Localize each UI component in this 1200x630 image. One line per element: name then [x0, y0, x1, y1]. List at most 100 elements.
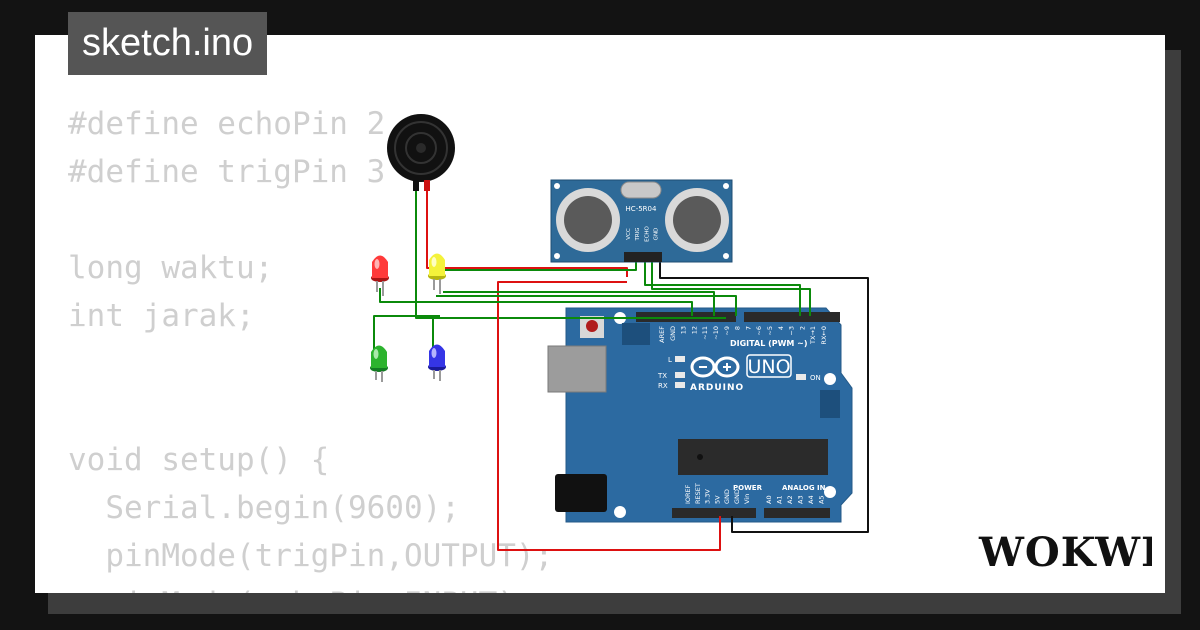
pin-label: GND — [733, 489, 741, 504]
pin-label: ~9 — [723, 326, 731, 336]
pin-label: ~3 — [788, 326, 796, 336]
pin-label: 8 — [734, 326, 742, 330]
pin-label: ~6 — [755, 326, 763, 336]
pin-label: ~11 — [701, 326, 709, 340]
led-l — [675, 356, 685, 362]
on-label: ON — [810, 374, 821, 382]
wire-sensor-gnd[interactable] — [659, 262, 869, 533]
analog-header — [764, 508, 830, 518]
sensor-label: HC-5R04 — [626, 205, 657, 213]
code-line: #define trigPin 3 — [68, 154, 386, 190]
pin-label: ~5 — [766, 326, 774, 336]
pin-label: GND — [654, 228, 660, 241]
pin-label: VCC — [626, 228, 632, 240]
wire-led-green-signal[interactable] — [443, 291, 715, 316]
wire-buzzer-signal[interactable] — [415, 191, 726, 319]
wire-led-yellow[interactable] — [440, 262, 637, 271]
pin-label: A3 — [797, 495, 805, 504]
mounting-hole — [554, 183, 560, 189]
mounting-hole — [554, 253, 560, 259]
led-label-rx: RX — [658, 382, 668, 390]
wire-sensor-echo[interactable] — [651, 262, 811, 316]
pin-label: A2 — [786, 495, 794, 504]
transducer-right-mesh — [673, 196, 721, 244]
wire-buzzer-power[interactable] — [426, 191, 628, 277]
power-header-label: POWER — [733, 484, 763, 492]
wire-sensor-trig[interactable] — [644, 262, 801, 316]
pin-label: TX→1 — [809, 326, 817, 345]
arduino-brand-text: ARDUINO — [690, 383, 744, 393]
led-label-tx: TX — [657, 372, 667, 380]
buzzer[interactable] — [387, 114, 455, 191]
wokwi-logo[interactable]: WOKWI — [977, 528, 1152, 574]
pin-label: GND — [669, 326, 677, 341]
pin-label: 5V — [713, 495, 721, 504]
pin-label: 4 — [777, 326, 785, 330]
led-on — [796, 374, 806, 380]
led-red[interactable] — [371, 255, 389, 297]
mounting-hole — [614, 506, 626, 518]
pin-label: 12 — [690, 326, 698, 334]
icsp2-header — [820, 390, 840, 418]
usb-port — [547, 345, 607, 393]
icsp-header — [622, 323, 650, 345]
wire-led-blue[interactable] — [436, 295, 737, 316]
pin-label: A5 — [818, 495, 826, 504]
arduino-uno-board[interactable]: L TX RX ON UNO ARDUINO DIGITAL (PWM ~) P… — [547, 307, 853, 523]
pin-label: 13 — [680, 326, 688, 334]
pin-label: GND — [723, 489, 731, 504]
mounting-hole — [824, 486, 836, 498]
code-line: Serial.begin(9600); — [68, 490, 460, 526]
code-line: void setup() { — [68, 442, 330, 478]
pin-label: IOREF — [684, 484, 692, 504]
pin-label: A4 — [807, 495, 815, 504]
wires — [373, 191, 869, 551]
pin-label: RESET — [694, 483, 702, 504]
code-line: int jarak; — [68, 298, 255, 334]
wokwi-logo-text: WOKWI — [978, 529, 1152, 574]
crystal — [620, 181, 662, 199]
sketch-filename-tag: sketch.ino — [68, 12, 268, 75]
analog-header-label: ANALOG IN — [782, 484, 826, 492]
pin-label: RX←0 — [820, 326, 828, 345]
reset-button[interactable] — [586, 320, 598, 332]
pin-label: AREF — [658, 326, 666, 343]
pin-label: 7 — [744, 326, 752, 330]
led-yellow[interactable] — [428, 253, 446, 295]
wire-sensor-vcc[interactable] — [497, 281, 721, 551]
pin-label: 2 — [798, 326, 806, 330]
pin-label: TRIG — [635, 227, 641, 241]
code-line: long waktu; — [68, 250, 274, 286]
led-rx — [675, 382, 685, 388]
pin-label: 3.3V — [704, 489, 712, 504]
mounting-hole — [723, 253, 729, 259]
wire-led-red[interactable] — [379, 288, 693, 316]
uno-logo-text: UNO — [747, 356, 790, 378]
code-line: pinMode(echoPin,INPUT); — [68, 580, 553, 593]
chip-notch — [697, 454, 703, 460]
pin-label: A1 — [776, 495, 784, 504]
mounting-hole — [723, 183, 729, 189]
pin-label: Vin — [743, 494, 751, 504]
mounting-hole — [824, 373, 836, 385]
led-blue[interactable] — [428, 344, 446, 382]
arduino-logo — [690, 356, 740, 378]
pin-label: ~10 — [712, 326, 720, 340]
sensor-pin-header — [624, 252, 662, 262]
pin-label: ECHO — [644, 225, 650, 241]
led-label-l: L — [668, 356, 672, 364]
led-green[interactable] — [370, 345, 388, 383]
digital-header-label: DIGITAL (PWM ~) — [730, 339, 808, 348]
pin-label: A0 — [765, 495, 773, 504]
power-header — [672, 508, 756, 518]
uno-badge — [746, 354, 792, 378]
power-jack — [555, 474, 607, 512]
code-line: pinMode(trigPin,OUTPUT); — [68, 538, 554, 574]
transducer-left-mesh — [564, 196, 612, 244]
